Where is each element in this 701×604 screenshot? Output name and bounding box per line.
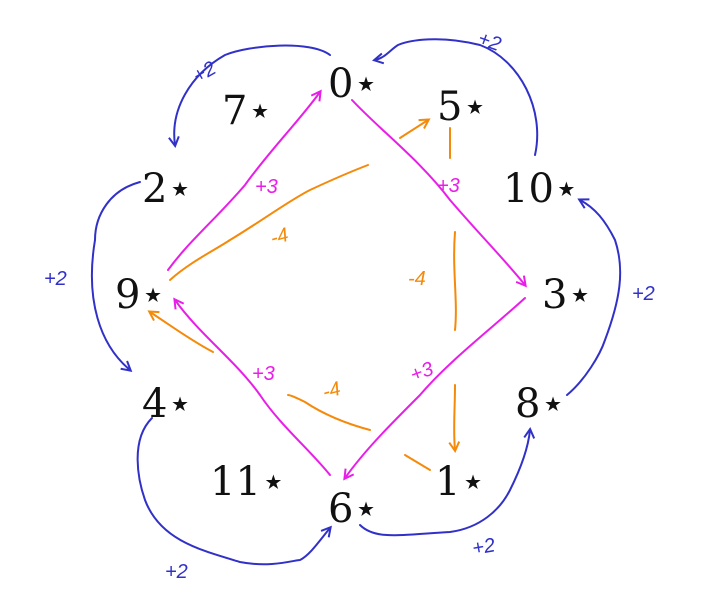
edge-orange-to-9 <box>150 312 214 353</box>
node-2: 2⋆ <box>142 166 193 212</box>
label-orange-bottom: -4 <box>320 378 343 404</box>
label-edge-0-3: +3 <box>437 175 460 197</box>
edge-orange-to-1 <box>454 384 455 450</box>
edge-6-to-8 <box>359 430 530 537</box>
node-3: 3⋆ <box>542 272 593 318</box>
edge-3-to-6 <box>345 297 526 478</box>
node-5: 5⋆ <box>437 84 488 130</box>
label-edge-9-0: +3 <box>255 176 278 198</box>
edge-8-to-10 <box>566 200 622 396</box>
node-10: 10⋆ <box>503 166 579 212</box>
node-1: 1⋆ <box>435 459 486 505</box>
node-6: 6⋆ <box>328 486 379 532</box>
label-orange-top: -4 <box>268 224 291 250</box>
edge-4-to-6 <box>136 417 330 566</box>
node-4: 4⋆ <box>142 381 193 427</box>
edge-0-to-2 <box>174 44 331 145</box>
edge-orange-bottom-line <box>287 394 371 431</box>
edge-orange-right-line <box>453 231 457 331</box>
label-edge-8-10: +2 <box>632 283 655 305</box>
label-edge-6-8: +2 <box>471 534 497 560</box>
label-edge-4-6: +2 <box>165 561 188 583</box>
edge-2-to-4 <box>90 181 141 370</box>
node-0: 0⋆ <box>328 61 379 107</box>
node-8: 8⋆ <box>515 381 566 427</box>
edge-orange-from-1 <box>404 454 431 471</box>
edge-9-to-0 <box>167 92 320 271</box>
edge-0-to-3 <box>351 99 525 285</box>
label-edge-2-4: +2 <box>44 268 67 290</box>
label-edge-10-0: +2 <box>475 28 504 56</box>
edge-orange-to-5 <box>399 120 428 139</box>
edge-orange-top-line <box>169 164 369 281</box>
node-11: 11⋆ <box>210 459 286 505</box>
label-orange-right: -4 <box>408 268 426 290</box>
edge-6-to-9 <box>175 300 331 476</box>
label-edge-6-9: +3 <box>252 363 275 385</box>
node-9: 9⋆ <box>115 272 166 318</box>
node-7: 7⋆ <box>222 88 273 134</box>
edge-10-to-0 <box>375 38 539 156</box>
